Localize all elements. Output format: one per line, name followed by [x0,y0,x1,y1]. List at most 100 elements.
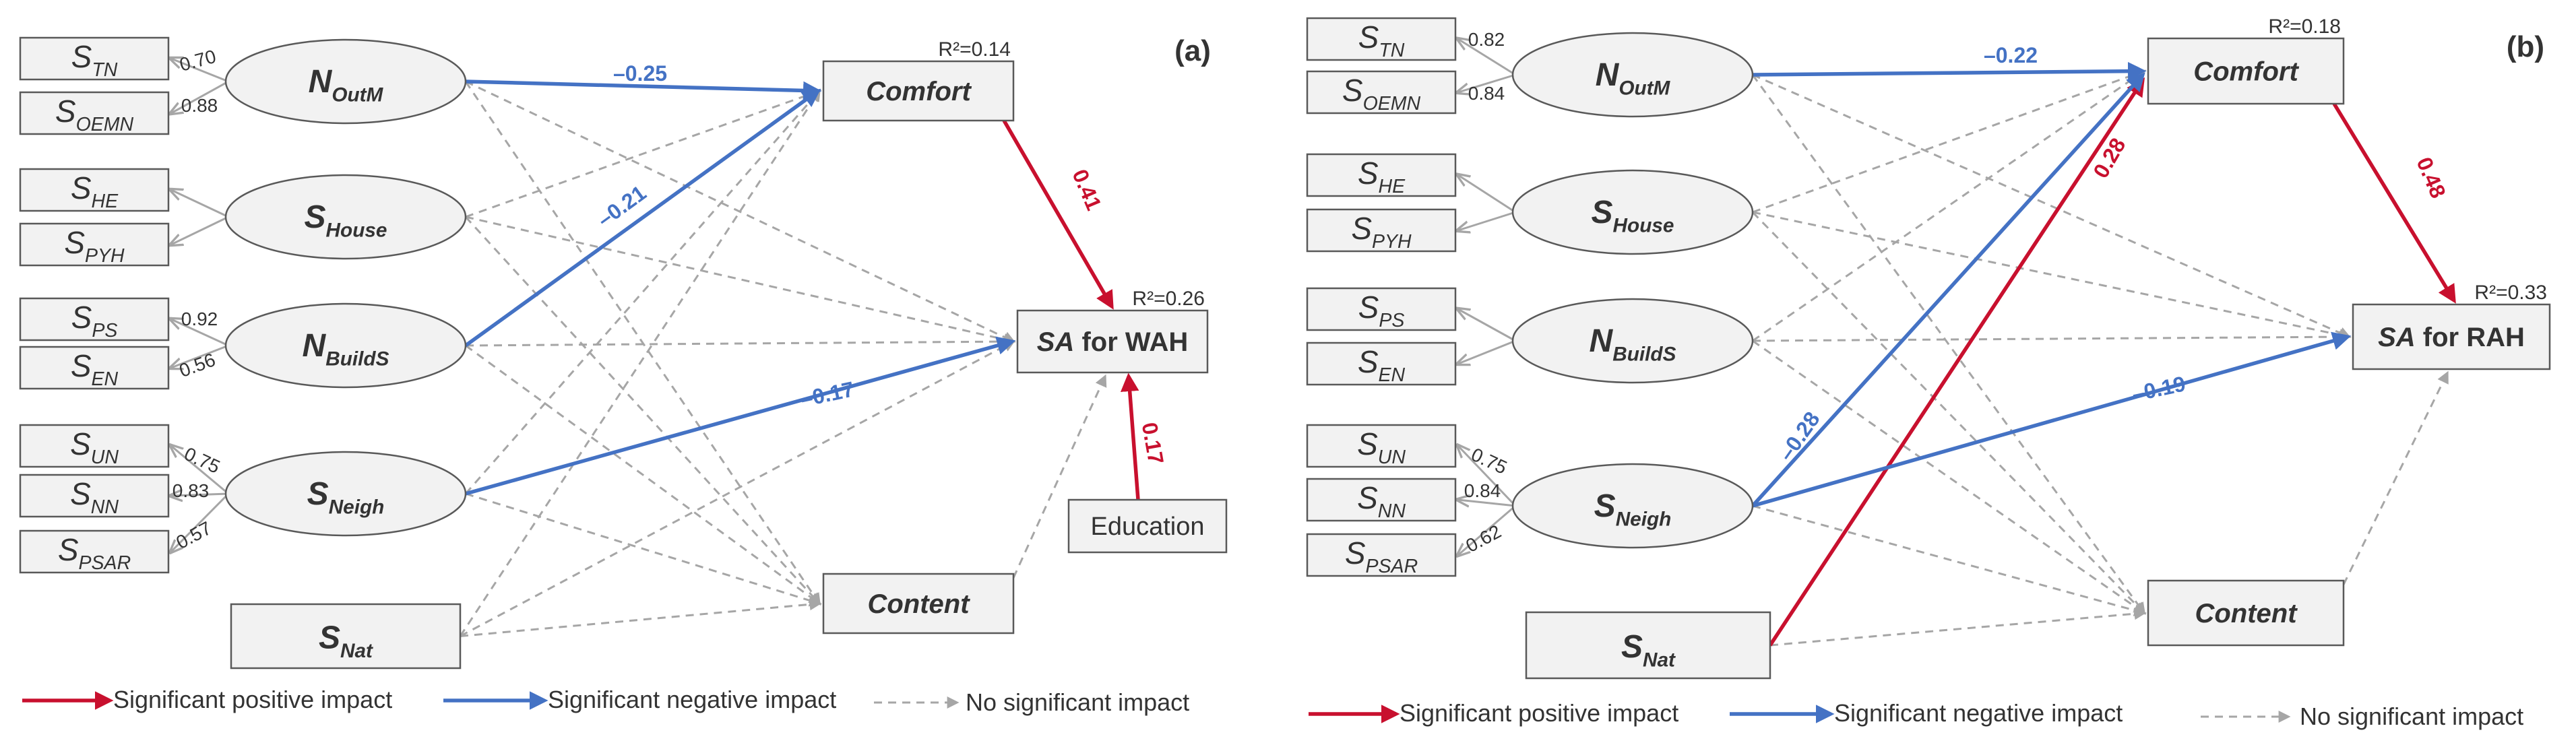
r2-outcome: R²=0.26 [1132,288,1205,310]
latent-label-builds-base: N [1590,323,1614,359]
nonsignificant-path [1752,331,2352,344]
indicator-label-he: SHE [71,170,119,212]
latent-label-builds: NBuildS [1590,323,1676,365]
nonsignificant-path [460,598,822,637]
indicator-box-en [19,346,170,390]
loading-value: 0.75 [1468,444,1510,478]
loading-value: 0.84 [1468,83,1505,104]
indicator-label-un: SUN [70,426,119,468]
content-outcome-path [1012,374,1107,579]
indicator-box-he [19,168,170,212]
loading-arrow [1458,339,1516,364]
indicator-box-nn [19,474,170,518]
snat-label: SNat [319,620,373,662]
path-coefficient: 0.28 [2088,134,2130,183]
nonsignificant-path [1769,608,2147,647]
indicator-box-pyh [1306,208,1457,253]
indicator-label-psar: SPSAR [1345,535,1418,577]
indicator-label-pyh: SPYH [64,225,125,267]
latent-label-neigh: SNeigh [307,476,385,518]
indicator-box-psar [1306,533,1457,577]
loading-arrow [171,492,230,552]
latent-outm [224,38,467,125]
indicator-label-he-sub: HE [92,191,119,212]
latent-label-house-sub: House [1613,214,1674,236]
content-label: Content [867,589,970,619]
loading-arrow [1458,73,1516,92]
outcome-label-sa: SA [2378,323,2416,352]
path-layer [22,39,2456,723]
indicator-label-pyh: SPYH [1351,211,1412,253]
indicator-label-nn-sub: NN [91,496,119,518]
snat-label-base: S [1621,629,1643,665]
indicator-label-psar-base: S [1345,535,1366,571]
latent-label-neigh: SNeigh [1594,488,1672,530]
latent-label-outm-base: N [309,64,333,100]
significant-path [464,88,821,348]
indicator-label-en-base: S [71,348,92,383]
loading-arrow [171,319,229,347]
indicator-label-oemn: SOEMN [1342,73,1421,115]
comfort-outcome-path [1002,119,1114,310]
indicator-label-ps-sub: PS [1379,310,1404,331]
nonsignificant-path [1752,68,2147,214]
indicator-label-en-sub: EN [92,368,119,390]
indicator-label-he-sub: HE [1379,176,1406,197]
nonsignificant-path [459,88,821,637]
outcome-label: SA for WAH [1037,327,1188,357]
indicator-label-nn-base: S [1357,480,1378,515]
outcome-box [2352,303,2551,370]
nonsignificant-path [465,88,822,218]
outcome-label: SA for RAH [2378,323,2525,352]
nonsignificant-path [1752,73,2352,339]
path-coefficient: –0.25 [613,61,667,86]
path-coefficient: –0.22 [1984,43,2038,67]
nonsignificant-path [1752,339,2146,615]
path-coefficient: 0.48 [2412,154,2450,201]
r2-comfort: R²=0.14 [938,38,1011,61]
indicator-box-pyh [19,222,170,267]
indicator-label-en: SEN [1358,344,1406,386]
panel-label: (b) [2507,30,2544,63]
indicator-label-ps-base: S [1358,290,1379,325]
education-box [1067,498,1228,554]
outcome-label-sa: SA [1037,327,1075,357]
comfort-box [2147,37,2345,105]
legend-none-label: No significant impact [966,688,1189,716]
indicator-box-un [1306,424,1457,468]
indicator-label-oemn-sub: OEMN [1363,93,1421,115]
significant-path [1752,61,2147,81]
indicator-label-nn: SNN [70,476,119,518]
snat-label-sub: Nat [340,640,373,662]
latent-label-neigh-sub: Neigh [1616,508,1672,530]
indicator-label-tn-sub: TN [1379,40,1404,61]
latent-label-builds-sub: BuildS [1612,343,1676,365]
indicator-label-un-base: S [70,426,91,461]
loading-arrow [171,216,229,245]
latent-label-house: SHouse [1592,195,1674,236]
loading-value: 0.82 [1468,29,1505,50]
loading-arrow [1458,504,1516,555]
indicator-label-pyh-base: S [64,225,85,260]
indicator-label-ps: SPS [1358,290,1405,331]
indicator-label-pyh-sub: PYH [85,245,125,267]
path-coefficient: 0.41 [1067,166,1106,214]
loading-arrow [171,344,229,368]
node-layer [19,17,2551,680]
latent-label-outm-sub: OutM [332,84,383,106]
outcome-label-rest: for WAH [1074,327,1188,357]
indicator-box-un [19,424,170,468]
loading-value: 0.92 [181,308,218,329]
legend-none-label: No significant impact [2300,703,2523,730]
latent-box-nat [230,603,462,670]
loading-value: 0.84 [1464,480,1501,501]
latent-neigh [1511,463,1754,549]
loading-arrow [1458,39,1516,76]
nonsignificant-path [1752,211,2352,341]
loading-arrow [1458,309,1516,342]
snat-label: SNat [1621,629,1676,671]
latent-house [224,174,467,260]
content-box [822,573,1015,634]
indicator-box-tn [1306,17,1457,61]
indicator-label-un-base: S [1357,426,1378,461]
